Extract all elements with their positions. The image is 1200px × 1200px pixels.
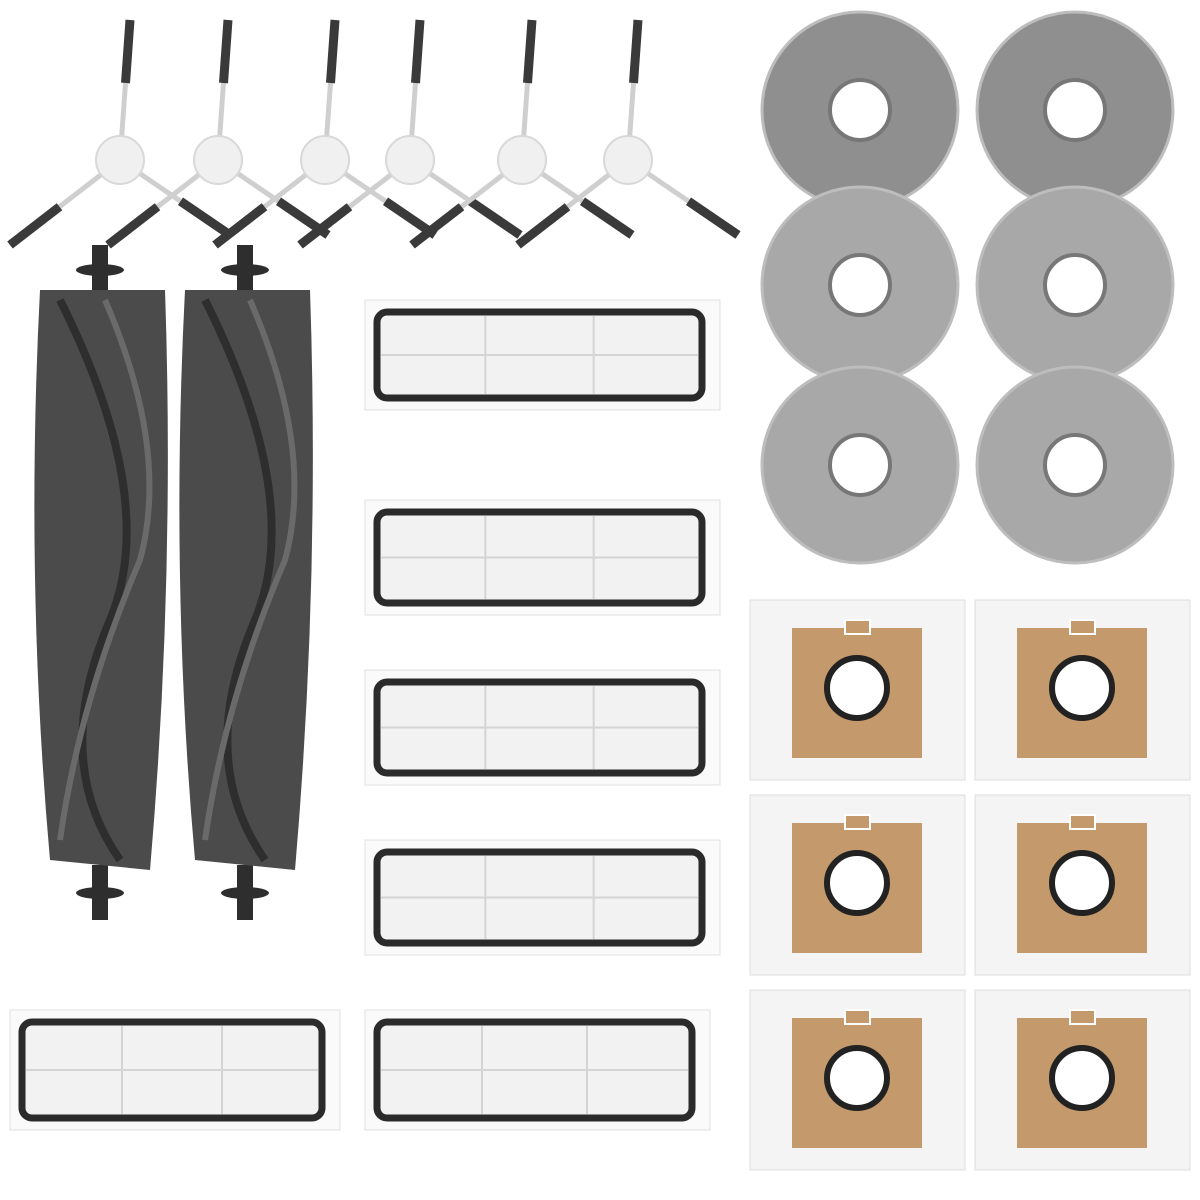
hepa-filter bbox=[9, 1009, 341, 1131]
roller-blade bbox=[57, 298, 153, 841]
mop-pad-center-hole bbox=[828, 78, 892, 142]
dust-bag-tab bbox=[844, 619, 871, 635]
brush-bristles bbox=[685, 197, 741, 239]
dust-bag-tab bbox=[844, 1009, 871, 1025]
brush-hub bbox=[603, 135, 653, 185]
brush-bristles bbox=[515, 203, 571, 249]
brush-hub bbox=[95, 135, 145, 185]
dust-bag-tab bbox=[844, 814, 871, 830]
roller-cap-top bbox=[76, 264, 124, 276]
side-brushes-group bbox=[7, 19, 741, 249]
mop-pad bbox=[760, 185, 960, 385]
dust-bag bbox=[749, 599, 966, 781]
dust-bag-seal-ring bbox=[824, 1045, 890, 1111]
dust-bag bbox=[749, 794, 966, 976]
roller-blade bbox=[202, 298, 298, 841]
roller-cap-bottom bbox=[221, 887, 269, 899]
mop-pad bbox=[760, 365, 960, 565]
dust-bag-seal-ring bbox=[824, 850, 890, 916]
dust-bag bbox=[749, 989, 966, 1171]
brush-bristles bbox=[297, 203, 353, 249]
roller-brushes-group bbox=[34, 245, 313, 920]
brush-bristles bbox=[467, 197, 523, 239]
brush-bristles bbox=[523, 19, 537, 84]
mop-pad bbox=[975, 185, 1175, 385]
dust-bag bbox=[974, 599, 1191, 781]
mop-pad bbox=[760, 10, 960, 210]
brush-hub bbox=[300, 135, 350, 185]
dust-bag-seal-ring bbox=[824, 655, 890, 721]
roller-cap-top bbox=[221, 264, 269, 276]
hepa-filter bbox=[364, 839, 721, 956]
dust-bag bbox=[974, 794, 1191, 976]
dust-bag-seal-ring bbox=[1049, 850, 1115, 916]
dust-bag-seal-ring bbox=[1049, 655, 1115, 721]
side-brush bbox=[7, 19, 233, 249]
brush-bristles bbox=[579, 197, 635, 239]
side-brush bbox=[212, 19, 438, 249]
dust-bag-tab bbox=[1069, 619, 1096, 635]
filters-group bbox=[9, 299, 721, 1131]
dust-bag-tab bbox=[1069, 814, 1096, 830]
brush-bristles bbox=[177, 197, 233, 239]
side-brush bbox=[515, 19, 741, 249]
brush-bristles bbox=[629, 19, 643, 84]
mop-pad-center-hole bbox=[1043, 253, 1107, 317]
dust-bag-tab bbox=[1069, 1009, 1096, 1025]
brush-bristles bbox=[326, 19, 340, 84]
dust-bag-seal-ring bbox=[1049, 1045, 1115, 1111]
roller-blade bbox=[201, 298, 276, 863]
mop-pad-center-hole bbox=[1043, 433, 1107, 497]
brush-hub bbox=[193, 135, 243, 185]
roller-body bbox=[34, 290, 168, 870]
mop-pad bbox=[975, 10, 1175, 210]
brush-hub bbox=[497, 135, 547, 185]
brush-bristles bbox=[105, 203, 161, 249]
hepa-filter bbox=[364, 1009, 711, 1131]
brush-bristles bbox=[219, 19, 233, 84]
brush-bristles bbox=[212, 203, 268, 249]
mop-pad-center-hole bbox=[828, 253, 892, 317]
brush-bristles bbox=[7, 203, 63, 249]
side-brush bbox=[409, 19, 635, 249]
mop-pads-group bbox=[760, 10, 1175, 565]
brush-bristles bbox=[409, 203, 465, 249]
dust-bags-group bbox=[749, 599, 1191, 1171]
brush-bristles bbox=[121, 19, 135, 84]
brush-hub bbox=[385, 135, 435, 185]
mop-pad bbox=[975, 365, 1175, 565]
roller-blade bbox=[56, 298, 131, 863]
roller-brush bbox=[179, 245, 313, 920]
dust-bag bbox=[974, 989, 1191, 1171]
roller-brush bbox=[34, 245, 168, 920]
hepa-filter bbox=[364, 299, 721, 411]
mop-pad-center-hole bbox=[828, 433, 892, 497]
hepa-filter bbox=[364, 499, 721, 616]
roller-cap-bottom bbox=[76, 887, 124, 899]
hepa-filter bbox=[364, 669, 721, 786]
brush-bristles bbox=[411, 19, 425, 84]
roller-body bbox=[179, 290, 313, 870]
side-brush bbox=[297, 19, 523, 249]
mop-pad-center-hole bbox=[1043, 78, 1107, 142]
